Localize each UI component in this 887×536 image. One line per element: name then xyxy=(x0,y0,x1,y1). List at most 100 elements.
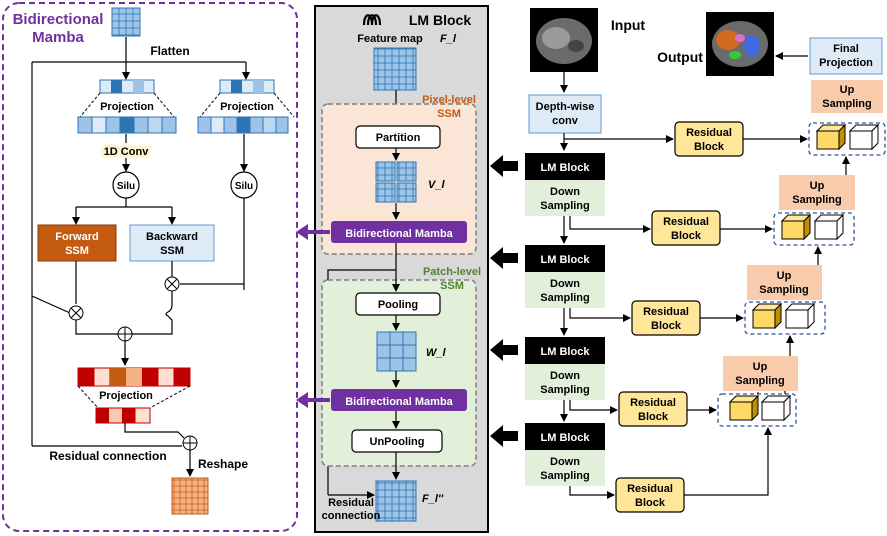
lm-block-2 xyxy=(525,245,605,272)
input-label: Input xyxy=(611,17,646,33)
lm-block-panel: LM Block Feature map F_l Pixel-level SSM… xyxy=(314,5,489,533)
patch-level-label-2: SSM xyxy=(440,280,464,292)
lm-block-2-label: LM Block xyxy=(541,254,591,266)
projection-right-label: Projection xyxy=(220,101,274,113)
down-2-label-2: Sampling xyxy=(540,292,590,304)
lm-block-1-label: LM Block xyxy=(541,162,591,174)
pixel-level-label-1: Pixel-level xyxy=(422,94,476,106)
residual-1-label-1: Residual xyxy=(686,127,732,139)
conv1d-label: 1D Conv xyxy=(104,146,150,158)
down-1-label-1: Down xyxy=(550,186,580,198)
up-3-label-1: Up xyxy=(777,270,792,282)
up-sampling-1 xyxy=(811,80,883,113)
lm-block-4-label: LM Block xyxy=(541,432,591,444)
lm-block-3-label: LM Block xyxy=(541,346,591,358)
backward-ssm-box xyxy=(129,224,215,262)
bidirectional-mamba-panel: Bidirectional Mamba Flatten Projection xyxy=(2,2,298,532)
concat-box-3 xyxy=(744,301,826,335)
residual-block-2 xyxy=(651,210,721,246)
projection-right-block: Projection xyxy=(197,79,295,134)
pipeline-panel: Input Depth-wise conv Output Final Proje… xyxy=(525,8,886,513)
patch-level-label-1: Patch-level xyxy=(423,266,481,278)
output-grid xyxy=(171,477,209,515)
backward-ssm-label-2: SSM xyxy=(160,245,184,257)
up-sampling-3 xyxy=(747,265,822,300)
forward-ssm-label-2: SSM xyxy=(65,245,89,257)
up-3-label-2: Sampling xyxy=(759,284,809,296)
panel-title-line1: Bidirectional xyxy=(13,11,104,28)
bidirectional-mamba-box-1 xyxy=(331,221,467,243)
lm-block-4 xyxy=(525,423,605,450)
residual-5-label-2: Block xyxy=(635,497,666,509)
input-ct-image xyxy=(530,8,598,72)
backward-ssm-label-1: Backward xyxy=(146,231,198,243)
patch-level-ssm-group xyxy=(321,279,477,467)
concat-box-1 xyxy=(808,122,886,156)
up-4-label-1: Up xyxy=(753,361,768,373)
down-sampling-3 xyxy=(525,364,605,400)
up-sampling-2 xyxy=(779,175,855,210)
lm-block-logo-icon xyxy=(362,14,382,26)
partition-label: Partition xyxy=(376,132,421,144)
unpooling-box xyxy=(351,429,443,453)
down-2-label-1: Down xyxy=(550,278,580,290)
down-1-label-2: Sampling xyxy=(540,200,590,212)
output-ct-image xyxy=(706,12,774,76)
lm-block-title: LM Block xyxy=(409,12,471,28)
projection-left-label: Projection xyxy=(100,101,154,113)
down-3-label-2: Sampling xyxy=(540,384,590,396)
forward-ssm-box xyxy=(37,224,117,262)
panel-border xyxy=(2,2,298,532)
final-projection-box xyxy=(809,37,883,75)
feature-map-label: Feature map xyxy=(357,33,423,45)
projection-bottom-label: Projection xyxy=(99,390,153,402)
residual-4-label-2: Block xyxy=(638,411,669,423)
partition-grid xyxy=(375,161,417,203)
pooling-label: Pooling xyxy=(378,299,418,311)
bidirectional-mamba-label-2: Bidirectional Mamba xyxy=(345,396,453,408)
partition-box xyxy=(355,125,441,149)
bidirectional-mamba-box-2 xyxy=(331,389,467,411)
residual-4-label-1: Residual xyxy=(630,397,676,409)
unpooling-label: UnPooling xyxy=(370,436,425,448)
residual-label-2: connection xyxy=(322,510,381,522)
down-sampling-2 xyxy=(525,272,605,308)
residual-2-label-2: Block xyxy=(671,230,702,242)
final-projection-label-2: Projection xyxy=(819,57,873,69)
silu-left-label: Silu xyxy=(117,181,135,192)
depthwise-conv-box xyxy=(528,94,602,134)
link-arrows xyxy=(296,155,518,447)
feature-map-grid xyxy=(373,47,417,91)
pooling-box xyxy=(355,292,441,316)
up-2-label-2: Sampling xyxy=(792,194,842,206)
v-symbol: V_l xyxy=(428,179,445,191)
w-symbol: W_l xyxy=(426,347,447,359)
up-1-label-1: Up xyxy=(840,84,855,96)
projection-left-block: Projection xyxy=(77,79,177,134)
residual-5-label-1: Residual xyxy=(627,483,673,495)
up-sampling-4 xyxy=(723,356,798,391)
up-4-label-2: Sampling xyxy=(735,375,785,387)
input-token-grid xyxy=(111,7,141,37)
final-projection-label-1: Final xyxy=(833,43,859,55)
lm-block-1 xyxy=(525,153,605,180)
up-1-label-2: Sampling xyxy=(822,98,872,110)
concat-box-4 xyxy=(717,393,797,427)
lm-block-3 xyxy=(525,337,605,364)
feature-map-symbol: F_l xyxy=(440,33,457,45)
panel-title-line2: Mamba xyxy=(32,29,84,46)
silu-right-label: Silu xyxy=(235,181,253,192)
residual-3-label-2: Block xyxy=(651,320,682,332)
down-4-label-1: Down xyxy=(550,456,580,468)
residual-label-1: Residual xyxy=(328,497,374,509)
down-4-label-2: Sampling xyxy=(540,470,590,482)
depthwise-label-2: conv xyxy=(552,115,579,127)
residual-block-4 xyxy=(618,391,688,427)
output-label: Output xyxy=(657,49,703,65)
bidirectional-mamba-label-1: Bidirectional Mamba xyxy=(345,228,453,240)
reshape-label: Reshape xyxy=(198,457,248,471)
down-sampling-4 xyxy=(525,450,605,486)
down-3-label-1: Down xyxy=(550,370,580,382)
output-symbol: F_l'' xyxy=(422,493,444,505)
